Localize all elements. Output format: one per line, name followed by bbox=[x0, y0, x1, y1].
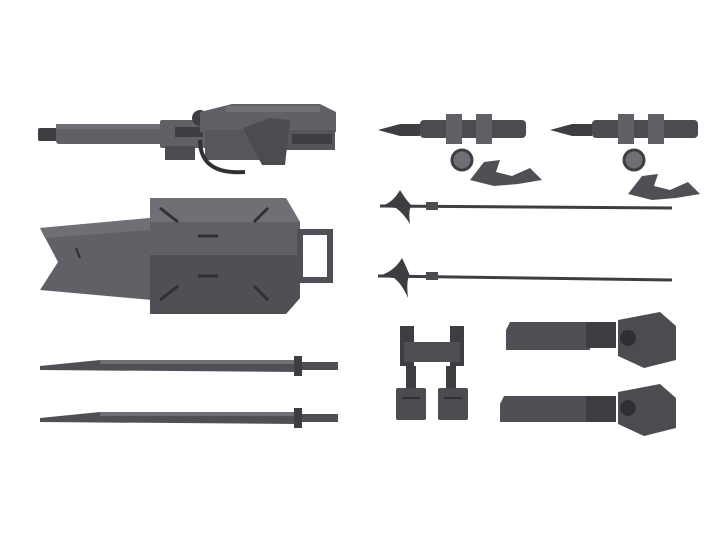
long-rifle bbox=[38, 104, 336, 175]
anchor-harpoon-upper bbox=[379, 190, 673, 224]
leg-booster-lower bbox=[500, 384, 676, 436]
anchor-harpoon-lower bbox=[377, 258, 673, 298]
blade-upper bbox=[40, 356, 338, 376]
harpoon-launcher-right bbox=[550, 114, 700, 200]
blade-lower bbox=[40, 408, 338, 428]
shield bbox=[40, 198, 333, 314]
harpoon-launcher-left bbox=[378, 114, 542, 186]
leg-booster-upper bbox=[506, 312, 676, 368]
mount-bracket bbox=[396, 326, 468, 420]
